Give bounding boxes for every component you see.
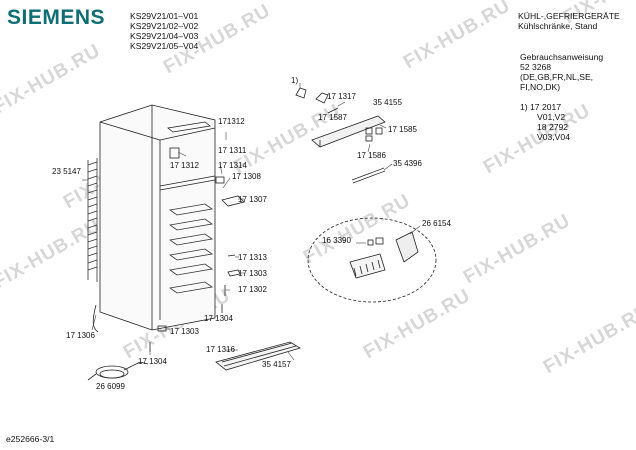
- evaporator-plate: [167, 121, 211, 133]
- part-label: 17 1303: [238, 269, 267, 278]
- model-list: KS29V21/01–V01 KS29V21/02–V02 KS29V21/04…: [130, 11, 198, 51]
- part-foot: [157, 325, 167, 332]
- part-label: 35 4157: [262, 360, 291, 369]
- note-versions: V01,V2: [537, 112, 566, 122]
- part-label: 17 1308: [232, 172, 261, 181]
- part-label: 26 6099: [96, 382, 125, 391]
- part-label: 17 1306: [66, 331, 95, 340]
- model-number: KS29V21/02–V02: [130, 21, 199, 31]
- part-label: 171312: [218, 117, 245, 126]
- note-ref: 18 2792: [537, 122, 569, 132]
- part-label: 17 1304: [204, 314, 233, 323]
- category-title: KÜHL-,GEFRIERGERÄTE: [518, 11, 620, 21]
- document-code: e252666-3/1: [6, 434, 55, 444]
- part-label: 17 1311: [218, 146, 247, 155]
- category-subtitle: Kühlschränke, Stand: [518, 21, 598, 31]
- part-label: 17 1307: [238, 195, 267, 204]
- power-cord: [87, 361, 149, 381]
- note-versions: V03,V04: [537, 132, 570, 142]
- part-label: 17 1313: [238, 253, 267, 262]
- part-bracket: [227, 269, 241, 277]
- model-number: KS29V21/05–V04: [130, 41, 199, 51]
- control-assembly: [295, 87, 386, 184]
- part-label: 35 4396: [393, 159, 422, 168]
- part-label: 17 1316: [206, 345, 235, 354]
- info-block: Gebrauchsanweisung 52 3268 (DE,GB,FR,NL,…: [520, 52, 630, 142]
- part-label: 16 3390: [322, 236, 351, 245]
- part-lamp-holder: [215, 176, 225, 184]
- part-cover: [221, 195, 245, 207]
- part-label: 17 1585: [388, 125, 417, 134]
- part-label: 17 1303: [170, 327, 199, 336]
- note-ref: 1) 17 2017: [520, 102, 562, 112]
- brand-logo: SIEMENS: [7, 6, 106, 29]
- part-label: 17 1312: [170, 161, 199, 170]
- part-label: 17 1304: [138, 357, 167, 366]
- part-label: 17 1586: [357, 151, 386, 160]
- part-label: 1): [291, 76, 299, 85]
- manual-label: Gebrauchsanweisung: [520, 52, 604, 62]
- part-label: 17 1317: [327, 92, 356, 101]
- model-number: KS29V21/04–V03: [130, 31, 199, 41]
- shelves: [168, 203, 214, 294]
- part-label: 17 1302: [238, 285, 267, 294]
- model-number: KS29V21/01–V01: [130, 11, 199, 21]
- part-grill: [215, 341, 301, 371]
- part-label: 23 5147: [52, 167, 81, 176]
- manual-languages: (DE,GB,FR,NL,SE,: [520, 72, 594, 82]
- part-label: 35 4155: [373, 98, 402, 107]
- part-clip: [227, 254, 236, 257]
- manual-number: 52 3268: [520, 62, 552, 72]
- kit-parts: [349, 231, 419, 279]
- part-thermostat: [169, 147, 180, 159]
- manual-languages: FI,NO,DK): [520, 82, 561, 92]
- part-label: 17 1587: [318, 113, 347, 122]
- condenser-coil: [87, 158, 98, 282]
- part-label: 26 6154: [422, 219, 451, 228]
- fridge-cabinet: [99, 104, 216, 331]
- part-drain: [92, 304, 99, 333]
- category-block: KÜHL-,GEFRIERGERÄTE Kühlschränke, Stand: [518, 11, 628, 31]
- kit-outline: [307, 217, 437, 303]
- part-label: 17 1314: [218, 161, 247, 170]
